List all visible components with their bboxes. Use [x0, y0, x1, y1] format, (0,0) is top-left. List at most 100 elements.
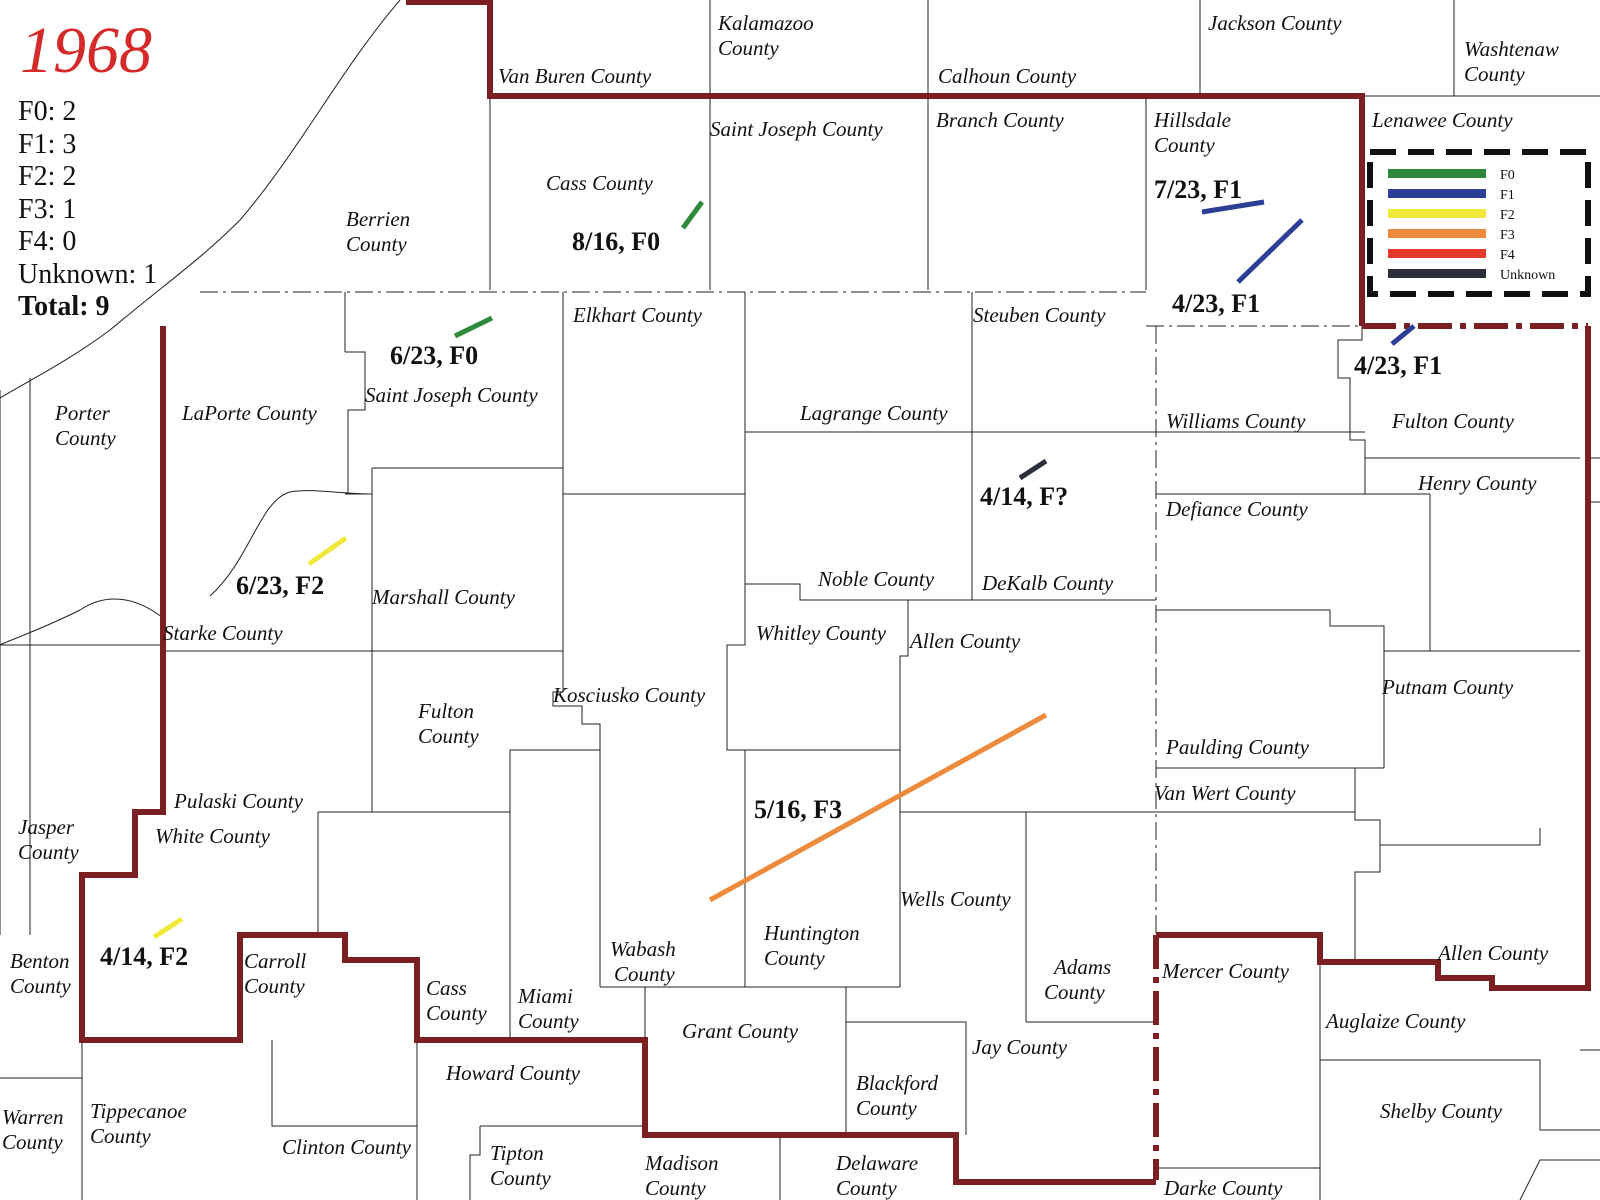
- county-label: Howard County: [445, 1061, 581, 1085]
- tornado-label: 4/23, F1: [1172, 289, 1260, 318]
- county-label: Jay County: [972, 1035, 1068, 1059]
- county-label: Pulaski County: [173, 789, 304, 813]
- track-7-23-f1: [1201, 199, 1265, 215]
- count-unknown: Unknown: 1: [18, 258, 158, 290]
- county-label: Lenawee County: [1371, 108, 1513, 132]
- county-label: Branch County: [936, 108, 1064, 132]
- county-label: Auglaize County: [1324, 1009, 1466, 1033]
- legend-label-f1: F1: [1500, 188, 1515, 203]
- count-f4: F4: 0: [18, 226, 77, 257]
- track-8-16-f0: [680, 200, 705, 230]
- legend-label-f0: F0: [1500, 168, 1515, 183]
- legend-label-f4: F4: [1500, 248, 1515, 263]
- county-label: Noble County: [817, 567, 935, 591]
- legend-swatch-f2: [1388, 209, 1486, 218]
- county-label: Steuben County: [973, 303, 1106, 327]
- region-boundary: [79, 0, 1591, 1185]
- county-label: Allen County: [1436, 941, 1549, 965]
- count-f0: F0: 2: [18, 96, 77, 127]
- county-label: Elkhart County: [572, 303, 703, 327]
- county-label: White County: [155, 824, 271, 848]
- tornado-counts: F0: 2 F1: 3 F2: 2 F3: 1 F4: 0 Unknown: 1…: [18, 96, 157, 324]
- county-label: Fulton County: [1391, 409, 1515, 433]
- legend-swatch-unknown: [1388, 269, 1486, 278]
- county-label: Grant County: [682, 1019, 799, 1043]
- county-label: Van Buren County: [498, 64, 652, 88]
- tornado-label: 6/23, F2: [236, 571, 324, 600]
- county-label: Allen County: [908, 629, 1021, 653]
- county-label: DeKalb County: [981, 571, 1114, 595]
- county-label: Whitley County: [756, 621, 887, 645]
- tornado-label: 6/23, F0: [390, 341, 478, 370]
- tornado-label: 4/14, F?: [980, 482, 1068, 511]
- count-total: Total: 9: [18, 291, 110, 322]
- county-label: Jackson County: [1208, 11, 1342, 35]
- legend-swatch-f3: [1388, 229, 1486, 238]
- legend-swatch-f4: [1388, 249, 1486, 258]
- county-label: Kosciusko County: [552, 683, 706, 707]
- tornado-label: 5/16, F3: [754, 795, 842, 824]
- track-5-16-f3: [708, 712, 1048, 903]
- track-6-23-f0: [453, 315, 494, 339]
- county-label: Putnam County: [1381, 675, 1514, 699]
- tornado-label: 8/16, F0: [572, 227, 660, 256]
- county-label: Henry County: [1417, 471, 1537, 495]
- county-label: Wells County: [900, 887, 1011, 911]
- tornado-label: 7/23, F1: [1154, 175, 1242, 204]
- county-label: Saint Joseph County: [710, 117, 883, 141]
- tornado-label: 4/14, F2: [100, 942, 188, 971]
- county-label: Van Wert County: [1154, 781, 1296, 805]
- track-4-23-f1-b: [1390, 324, 1416, 346]
- legend-label-f2: F2: [1500, 208, 1515, 223]
- count-f1: F1: 3: [18, 128, 77, 160]
- track-4-14-f-unknown: [1018, 458, 1048, 481]
- county-label: Darke County: [1163, 1176, 1283, 1200]
- county-label: Mercer County: [1161, 959, 1290, 983]
- county-label: Defiance County: [1165, 497, 1308, 521]
- tornado-labels: 8/16, F0 6/23, F0 7/23, F1 4/23, F1 4/23…: [100, 175, 1442, 971]
- county-label: Calhoun County: [938, 64, 1077, 88]
- county-label: Marshall County: [371, 585, 516, 609]
- county-label: Williams County: [1166, 409, 1306, 433]
- county-label: Starke County: [163, 621, 283, 645]
- track-4-14-f2: [152, 916, 184, 940]
- legend-swatch-f1: [1388, 189, 1486, 198]
- county-label: Shelby County: [1380, 1099, 1503, 1123]
- county-label: Lagrange County: [799, 401, 948, 425]
- county-label: Saint Joseph County: [365, 383, 538, 407]
- track-6-23-f2: [307, 535, 348, 567]
- track-4-23-f1-a: [1236, 218, 1304, 284]
- tornado-tracks: [152, 199, 1416, 940]
- county-label: Cass County: [546, 171, 653, 195]
- count-f2: F2: 2: [18, 161, 77, 192]
- county-label: Paulding County: [1165, 735, 1310, 759]
- legend-label-unknown: Unknown: [1500, 268, 1555, 283]
- county-label: LaPorte County: [181, 401, 317, 425]
- count-f3: F3: 1: [18, 193, 77, 225]
- legend-swatch-f0: [1388, 169, 1486, 178]
- legend-label-f3: F3: [1500, 228, 1515, 243]
